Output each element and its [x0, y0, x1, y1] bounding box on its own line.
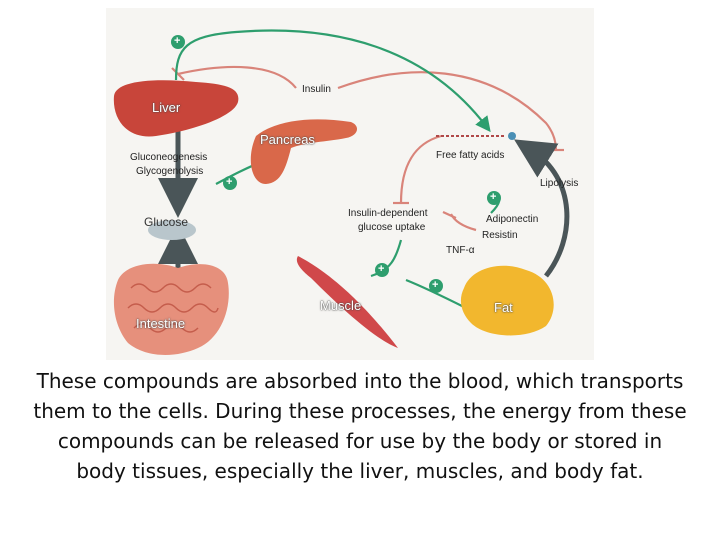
glucose-blob: [148, 220, 196, 240]
fat-shape: [460, 265, 554, 336]
inhibition-lines: [171, 65, 564, 232]
pancreas-shape: [250, 119, 358, 184]
plus-markers: [171, 35, 501, 293]
lipolysis-label: Lipolysis: [540, 178, 579, 189]
plus-sign: +: [226, 176, 233, 188]
flow-arrows: [158, 118, 570, 278]
resistin-label: Resistin: [482, 230, 518, 241]
pancreas-label: Pancreas: [260, 132, 315, 147]
plus-sign: +: [490, 191, 497, 203]
plus-sign: +: [378, 263, 385, 275]
glucose-uptake-label: glucose uptake: [358, 222, 426, 233]
liver-shape: [113, 80, 239, 137]
intestine-label: Intestine: [136, 316, 186, 331]
plus-sign: +: [174, 35, 181, 47]
stimulation-lines: [174, 29, 501, 309]
intestine-shape: [113, 263, 229, 355]
insulin-dependent-label: Insulin-dependent: [348, 208, 428, 219]
fatty-acid-head: [508, 132, 516, 140]
metabolism-diagram: + + + + + Liver Insulin Pancreas Glucone…: [106, 8, 594, 360]
intestine-loops: [127, 283, 219, 333]
tnf-alpha-label: TNF-α: [446, 245, 475, 256]
plus-sign: +: [432, 279, 439, 291]
free-fatty-acids-label: Free fatty acids: [436, 150, 505, 161]
adiponectin-label: Adiponectin: [486, 214, 539, 225]
fat-label: Fat: [494, 300, 513, 315]
gluconeogenesis-label: Gluconeogenesis: [130, 152, 208, 163]
muscle-label: Muscle: [320, 298, 362, 313]
muscle-shape: [296, 256, 398, 348]
insulin-label: Insulin: [302, 84, 331, 95]
glycogenolysis-label: Glycogenolysis: [136, 166, 204, 177]
glucose-label: Glucose: [144, 215, 189, 229]
liver-label: Liver: [152, 100, 181, 115]
caption-text: These compounds are absorbed into the bl…: [33, 369, 687, 483]
diagram-graphics: [113, 29, 570, 355]
